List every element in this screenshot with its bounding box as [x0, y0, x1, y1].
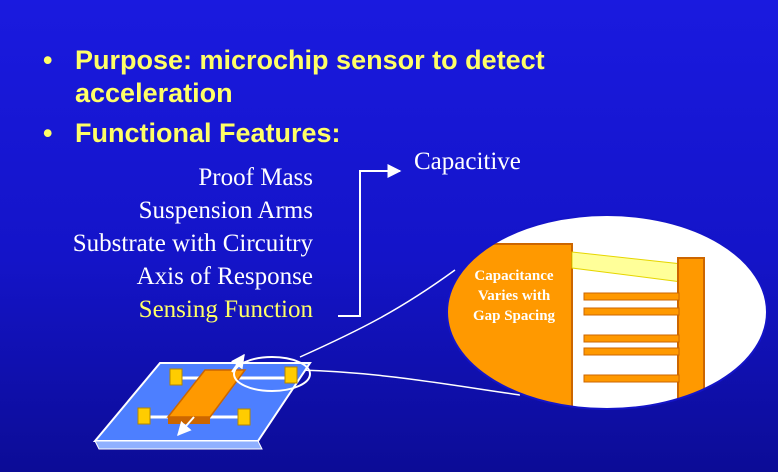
feature-proof-mass: Proof Mass — [198, 164, 313, 191]
callout-line-3: Gap Spacing — [472, 308, 556, 324]
feature-sensing-function: Sensing Function — [138, 296, 313, 323]
purpose-text: Purpose: microchip sensor to detect acce… — [75, 45, 545, 108]
callout-line-1: Capacitance — [474, 268, 554, 284]
zoom-source-ellipse — [233, 356, 311, 392]
functional-features-text: Functional Features: — [75, 118, 341, 148]
capacitance-callout: Capacitance Varies with Gap Spacing — [455, 266, 573, 326]
zoom-line-top — [299, 269, 456, 358]
feature-list: Proof Mass Suspension Arms Substrate wit… — [73, 161, 313, 326]
connector-arrow — [338, 164, 402, 317]
purpose-bullet: • Purpose: microchip sensor to detect ac… — [43, 44, 695, 110]
feature-substrate: Substrate with Circuitry — [72, 230, 313, 257]
feature-suspension-arms: Suspension Arms — [138, 197, 313, 224]
capacitive-label: Capacitive — [414, 148, 521, 175]
anchor-pads — [137, 366, 298, 426]
axis-arrow-down — [177, 416, 195, 437]
bullet-marker: • — [43, 118, 53, 148]
zoom-line-bottom — [299, 369, 521, 396]
bullet-marker: • — [43, 45, 53, 75]
feature-axis-of-response: Axis of Response — [136, 263, 313, 290]
axis-arrow-up — [231, 353, 245, 373]
callout-line-2: Varies with — [477, 288, 551, 304]
functional-features-bullet: • Functional Features: — [43, 117, 695, 150]
